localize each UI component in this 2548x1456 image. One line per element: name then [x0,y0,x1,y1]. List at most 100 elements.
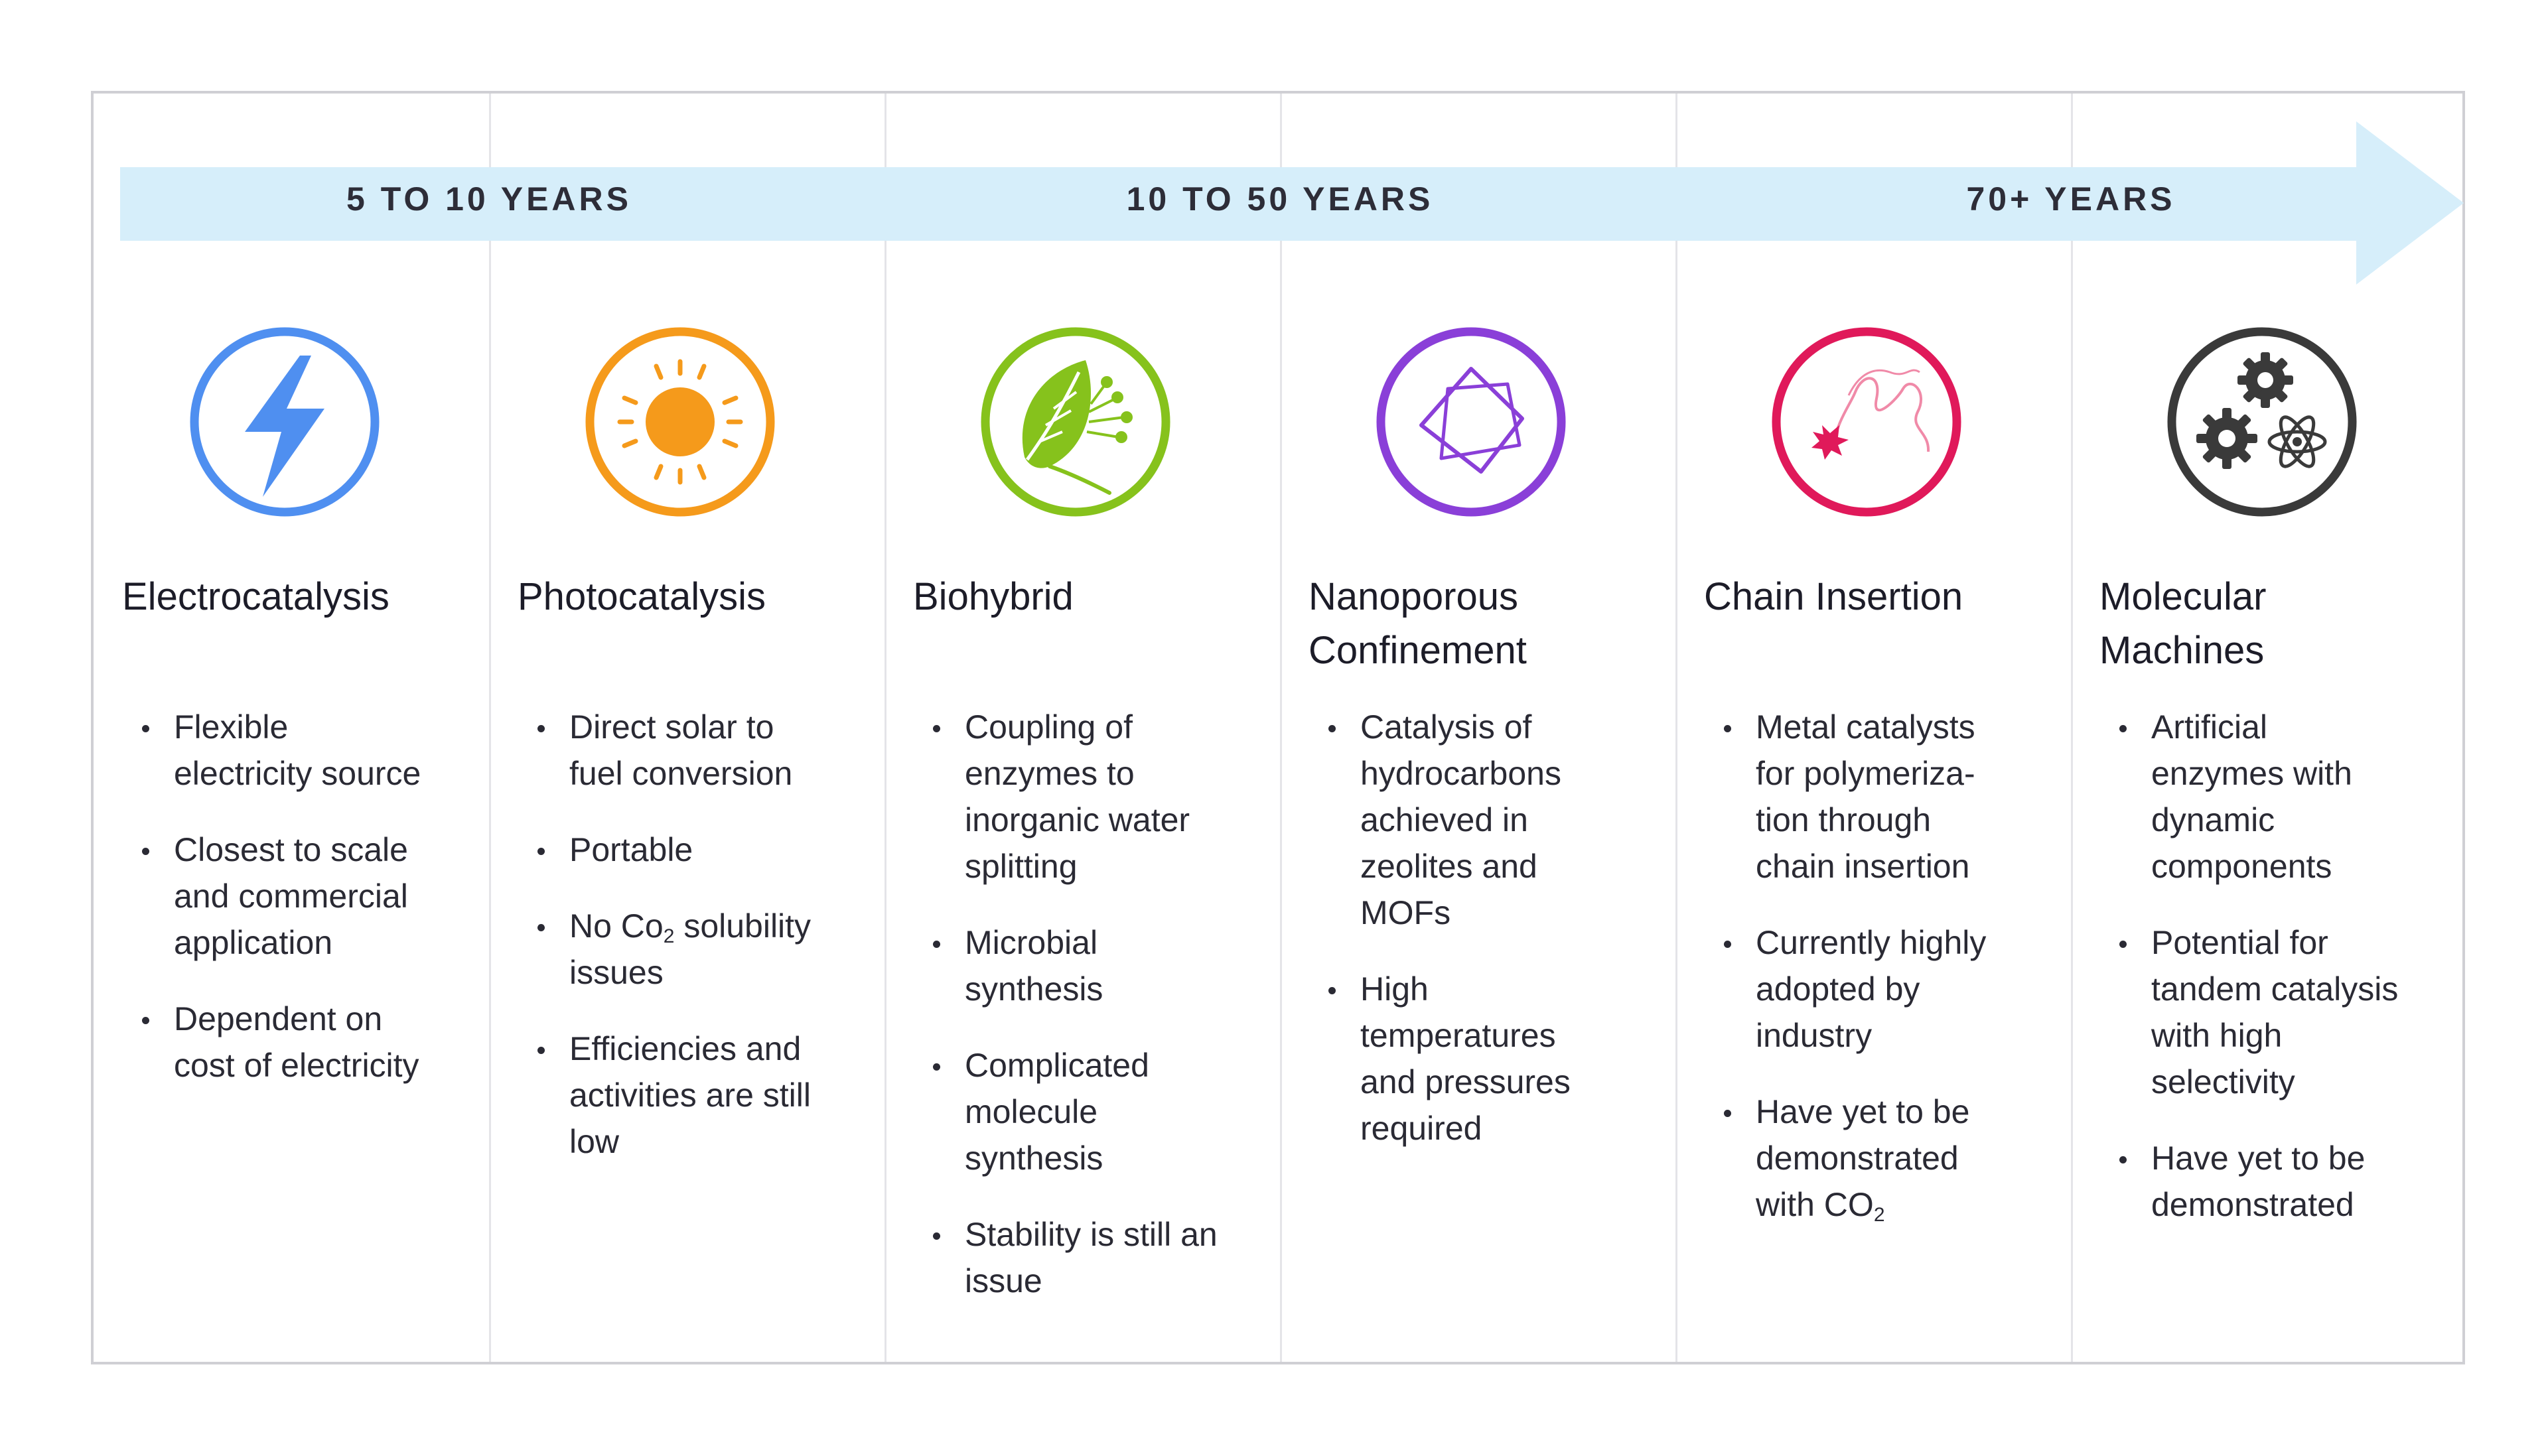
column-divider [489,94,491,1362]
column-title: Nanoporous Confinement [1309,570,1667,677]
bullet-item: Coupling of enzymes to inorganic water s… [913,704,1271,890]
bullet-line: inorganic water [965,801,1190,838]
bullet-line: and pressures [1360,1063,1571,1100]
timeline-arrow [120,121,2464,285]
bullet-line: synthesis [965,1140,1103,1177]
bullet-item: Have yet to be demonstrated [2099,1135,2458,1228]
column-title: Biohybrid [913,570,1271,624]
bullet-line: issue [965,1262,1042,1299]
bullet-item: High temperatures and pressures required [1309,966,1667,1152]
bullet-line: Artificial [2151,708,2268,746]
bullet-line: dynamic [2151,801,2275,838]
bullet-list: Artificial enzymes with dynamic componen… [2099,704,2458,1258]
title-line: Confinement [1309,629,1527,672]
bullet-item: Catalysis of hydrocarbons achieved in ze… [1309,704,1667,936]
title-line: Molecular [2099,575,2267,618]
column-divider [885,94,886,1362]
bullet-line: adopted by [1756,970,1920,1008]
leaf-icon [979,326,1172,518]
bullet-line: issues [569,954,664,991]
bullet-line: Direct solar to [569,708,774,746]
bullet-line: Catalysis of [1360,708,1532,746]
bullet-item: Closest to scale and commercial applicat… [122,827,480,966]
bullet-item: Have yet to be demonstrated with CO2 [1704,1089,2062,1228]
bullet-line: Coupling of [965,708,1133,746]
bullet-line: Potential for [2151,924,2328,961]
bullet-line: splitting [965,848,1078,885]
bullet-line: Have yet to be [2151,1140,2366,1177]
bullet-line: demonstrated [2151,1186,2354,1223]
bullet-line: achieved in [1360,801,1528,838]
bullet-line: zeolites and [1360,848,1537,885]
bullet-line: Portable [569,831,693,868]
column-electrocatalysis: Electrocatalysis Flexible electricity so… [94,94,489,1362]
bullet-item: Stability is still an issue [913,1211,1271,1304]
bullet-line: fuel conversion [569,755,793,792]
bullet-line: with high [2151,1017,2283,1054]
column-title: Photocatalysis [518,570,876,624]
bullet-line: application [174,924,333,961]
column-photocatalysis: Photocatalysis Direct solar to fuel conv… [489,94,885,1362]
column-title: Molecular Machines [2099,570,2458,677]
bullet-line: Microbial [965,924,1098,961]
bullet-item: Currently highly adopted by industry [1704,919,2062,1059]
bullet-line: chain insertion [1756,848,1970,885]
bullet-line: tandem catalysis [2151,970,2399,1008]
bullet-item: Potential for tandem catalysis with high… [2099,919,2458,1105]
bullet-line: Efficiencies and [569,1030,802,1067]
bullet-item: Direct solar to fuel conversion [518,704,876,797]
column-chain-insertion: Chain Insertion Metal catalysts for poly… [1675,94,2071,1362]
column-biohybrid: Biohybrid Coupling of enzymes to inorgan… [885,94,1280,1362]
bullet-line: synthesis [965,970,1103,1008]
bullet-list: Direct solar to fuel conversion Portable… [518,704,876,1195]
bullet-line: enzymes with [2151,755,2352,792]
bullet-line: low [569,1123,620,1160]
bullet-item: Portable [518,827,876,873]
title-line: Electrocatalysis [122,575,389,618]
bullet-item: Microbial synthesis [913,919,1271,1012]
bullet-line: Stability is still an [965,1216,1218,1253]
bullet-line: No Co2 solubility [569,907,812,947]
gears-atom-icon [2166,326,2358,518]
bullet-list: Flexible electricity source Closest to s… [122,704,480,1118]
crystal-icon [1375,326,1567,518]
bullet-line: components [2151,848,2332,885]
title-line: Chain Insertion [1704,575,1963,618]
bullet-item: Complicated molecule synthesis [913,1042,1271,1181]
lightning-bolt-icon [188,326,381,518]
bullet-line: required [1360,1110,1482,1147]
bullet-line: Have yet to be [1756,1093,1970,1130]
bullet-line: industry [1756,1017,1873,1054]
bullet-line: Closest to scale [174,831,408,868]
bullet-line: Flexible [174,708,289,746]
period-label-1: 5 TO 10 YEARS [346,180,632,218]
title-line: Nanoporous [1309,575,1518,618]
period-label-3: 70+ YEARS [1966,180,2176,218]
bullet-line: Dependent on [174,1000,383,1037]
column-title: Chain Insertion [1704,570,2062,624]
column-divider [2071,94,2073,1362]
bullet-line: Metal catalysts [1756,708,1975,746]
bullet-item: Efficiencies and activities are still lo… [518,1026,876,1165]
bullet-item: Dependent on cost of electricity [122,996,480,1089]
bullet-line: tion through [1756,801,1932,838]
bullet-line: hydrocarbons [1360,755,1561,792]
title-line: Biohybrid [913,575,1074,618]
bullet-list: Coupling of enzymes to inorganic water s… [913,704,1271,1334]
column-divider [1280,94,1282,1362]
bullet-line: demonstrated [1756,1140,1959,1177]
column-divider [1675,94,1677,1362]
bullet-line: selectivity [2151,1063,2295,1100]
title-line: Machines [2099,629,2265,672]
bullet-list: Catalysis of hydrocarbons achieved in ze… [1309,704,1667,1181]
roadmap-frame: 5 TO 10 YEARS 10 TO 50 YEARS 70+ YEARS E… [91,91,2465,1364]
bullet-line: High [1360,970,1429,1008]
bullet-line: Complicated [965,1047,1149,1084]
bullet-line: molecule [965,1093,1098,1130]
bullet-line: and commercial [174,878,408,915]
bullet-line: activities are still [569,1077,811,1114]
column-nanoporous-confinement: Nanoporous Confinement Catalysis of hydr… [1280,94,1675,1362]
column-title: Electrocatalysis [122,570,480,624]
bullet-item: Metal catalysts for polymeriza- tion thr… [1704,704,2062,890]
bullet-line: with CO2 [1756,1186,1885,1226]
